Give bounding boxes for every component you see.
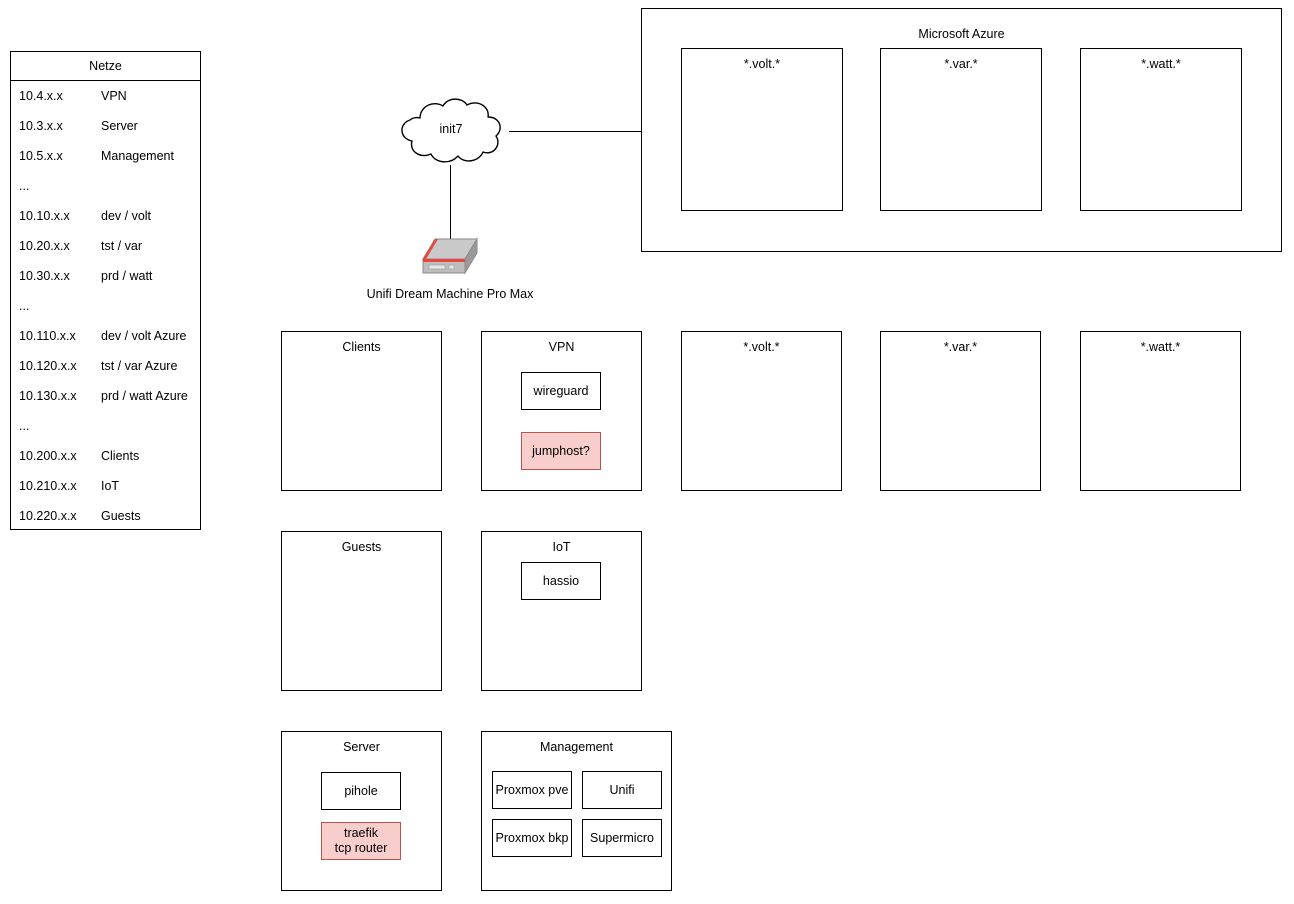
node-pihole[interactable]: pihole	[321, 772, 401, 810]
azure-zone-watt: *.watt.*	[1080, 48, 1242, 211]
network-cidr: 10.30.x.x	[19, 269, 70, 283]
network-cidr: 10.120.x.x	[19, 359, 77, 373]
azure-zone-var: *.var.*	[880, 48, 1042, 211]
table-row: 10.210.x.x IoT	[11, 471, 200, 501]
table-row: 10.4.x.x VPN	[11, 81, 200, 111]
network-cidr: 10.220.x.x	[19, 509, 77, 523]
vlan-title: *.var.*	[943, 340, 978, 354]
azure-zone-title: *.var.*	[944, 57, 978, 71]
connector-cloud-to-gateway	[450, 165, 451, 239]
network-name: VPN	[101, 89, 127, 103]
network-name: IoT	[101, 479, 120, 493]
network-name: prd / watt	[101, 269, 153, 283]
node-proxmox-bkp[interactable]: Proxmox bkp	[492, 819, 572, 857]
table-row-separator: ...	[11, 171, 200, 201]
vlan-title: Guests	[341, 540, 382, 554]
vlan-var: *.var.*	[880, 331, 1041, 491]
azure-zone-title: *.watt.*	[1141, 57, 1181, 71]
node-supermicro[interactable]: Supermicro	[582, 819, 662, 857]
network-name: Server	[101, 119, 138, 133]
node-traefik[interactable]: traefik tcp router	[321, 822, 401, 860]
vlan-title: IoT	[552, 540, 571, 554]
table-row: 10.120.x.x tst / var Azure	[11, 351, 200, 381]
network-name: Guests	[101, 509, 141, 523]
vlan-title: Server	[343, 740, 380, 754]
network-name: Management	[101, 149, 174, 163]
vlan-title: Clients	[342, 340, 381, 354]
internet-cloud-icon: init7	[390, 96, 512, 166]
network-name: prd / watt Azure	[101, 389, 188, 403]
network-name: tst / var Azure	[101, 359, 178, 373]
network-cidr: 10.200.x.x	[19, 449, 77, 463]
table-row: 10.220.x.x Guests	[11, 501, 200, 531]
table-row: 10.3.x.x Server	[11, 111, 200, 141]
netze-legend-table: Netze 10.4.x.x VPN 10.3.x.x Server 10.5.…	[10, 51, 201, 530]
node-jumphost[interactable]: jumphost?	[521, 432, 601, 470]
table-row: 10.130.x.x prd / watt Azure	[11, 381, 200, 411]
netze-table-header: Netze	[11, 52, 200, 81]
network-cidr: 10.10.x.x	[19, 209, 70, 223]
network-name: Clients	[101, 449, 140, 463]
network-cidr: ...	[19, 299, 30, 313]
vlan-title: VPN	[548, 340, 575, 354]
table-row: 10.30.x.x prd / watt	[11, 261, 200, 291]
network-cidr: 10.5.x.x	[19, 149, 63, 163]
vlan-server: Server pihole traefik tcp router	[281, 731, 442, 891]
vlan-title: Management	[540, 740, 613, 754]
table-row: 10.10.x.x dev / volt	[11, 201, 200, 231]
network-cidr: 10.3.x.x	[19, 119, 63, 133]
network-cidr: 10.110.x.x	[19, 329, 76, 343]
node-hassio[interactable]: hassio	[521, 562, 601, 600]
vlan-title: *.watt.*	[1140, 340, 1181, 354]
azure-zone-volt: *.volt.*	[681, 48, 843, 211]
node-unifi[interactable]: Unifi	[582, 771, 662, 809]
vlan-title: *.volt.*	[743, 340, 780, 354]
network-name: dev / volt Azure	[101, 329, 187, 343]
azure-title: Microsoft Azure	[918, 27, 1005, 41]
vlan-volt: *.volt.*	[681, 331, 842, 491]
vlan-iot: IoT hassio	[481, 531, 642, 691]
unifi-gateway-label: Unifi Dream Machine Pro Max	[366, 287, 534, 301]
vlan-guests: Guests	[281, 531, 442, 691]
network-name: dev / volt	[101, 209, 152, 223]
network-cidr: ...	[19, 419, 30, 433]
table-row: 10.5.x.x Management	[11, 141, 200, 171]
network-cidr: 10.4.x.x	[19, 89, 63, 103]
network-cidr: 10.130.x.x	[19, 389, 77, 403]
vlan-clients: Clients	[281, 331, 442, 491]
table-row: 10.200.x.x Clients	[11, 441, 200, 471]
netze-table-body: 10.4.x.x VPN 10.3.x.x Server 10.5.x.x Ma…	[11, 81, 200, 531]
cloud-label: init7	[439, 122, 463, 136]
table-row: 10.20.x.x tst / var	[11, 231, 200, 261]
table-row-separator: ...	[11, 291, 200, 321]
node-wireguard[interactable]: wireguard	[521, 372, 601, 410]
vlan-watt: *.watt.*	[1080, 331, 1241, 491]
unifi-gateway-icon	[419, 237, 481, 282]
vlan-management: Management Proxmox pve Unifi Proxmox bkp…	[481, 731, 672, 891]
network-cidr: ...	[19, 179, 30, 193]
azure-zone-title: *.volt.*	[743, 57, 781, 71]
network-cidr: 10.210.x.x	[19, 479, 77, 493]
node-proxmox-pve[interactable]: Proxmox pve	[492, 771, 572, 809]
vlan-vpn: VPN wireguard jumphost?	[481, 331, 642, 491]
network-name: tst / var	[101, 239, 142, 253]
network-cidr: 10.20.x.x	[19, 239, 70, 253]
table-row-separator: ...	[11, 411, 200, 441]
connector-cloud-to-azure	[509, 131, 642, 132]
table-row: 10.110.x.x dev / volt Azure	[11, 321, 200, 351]
